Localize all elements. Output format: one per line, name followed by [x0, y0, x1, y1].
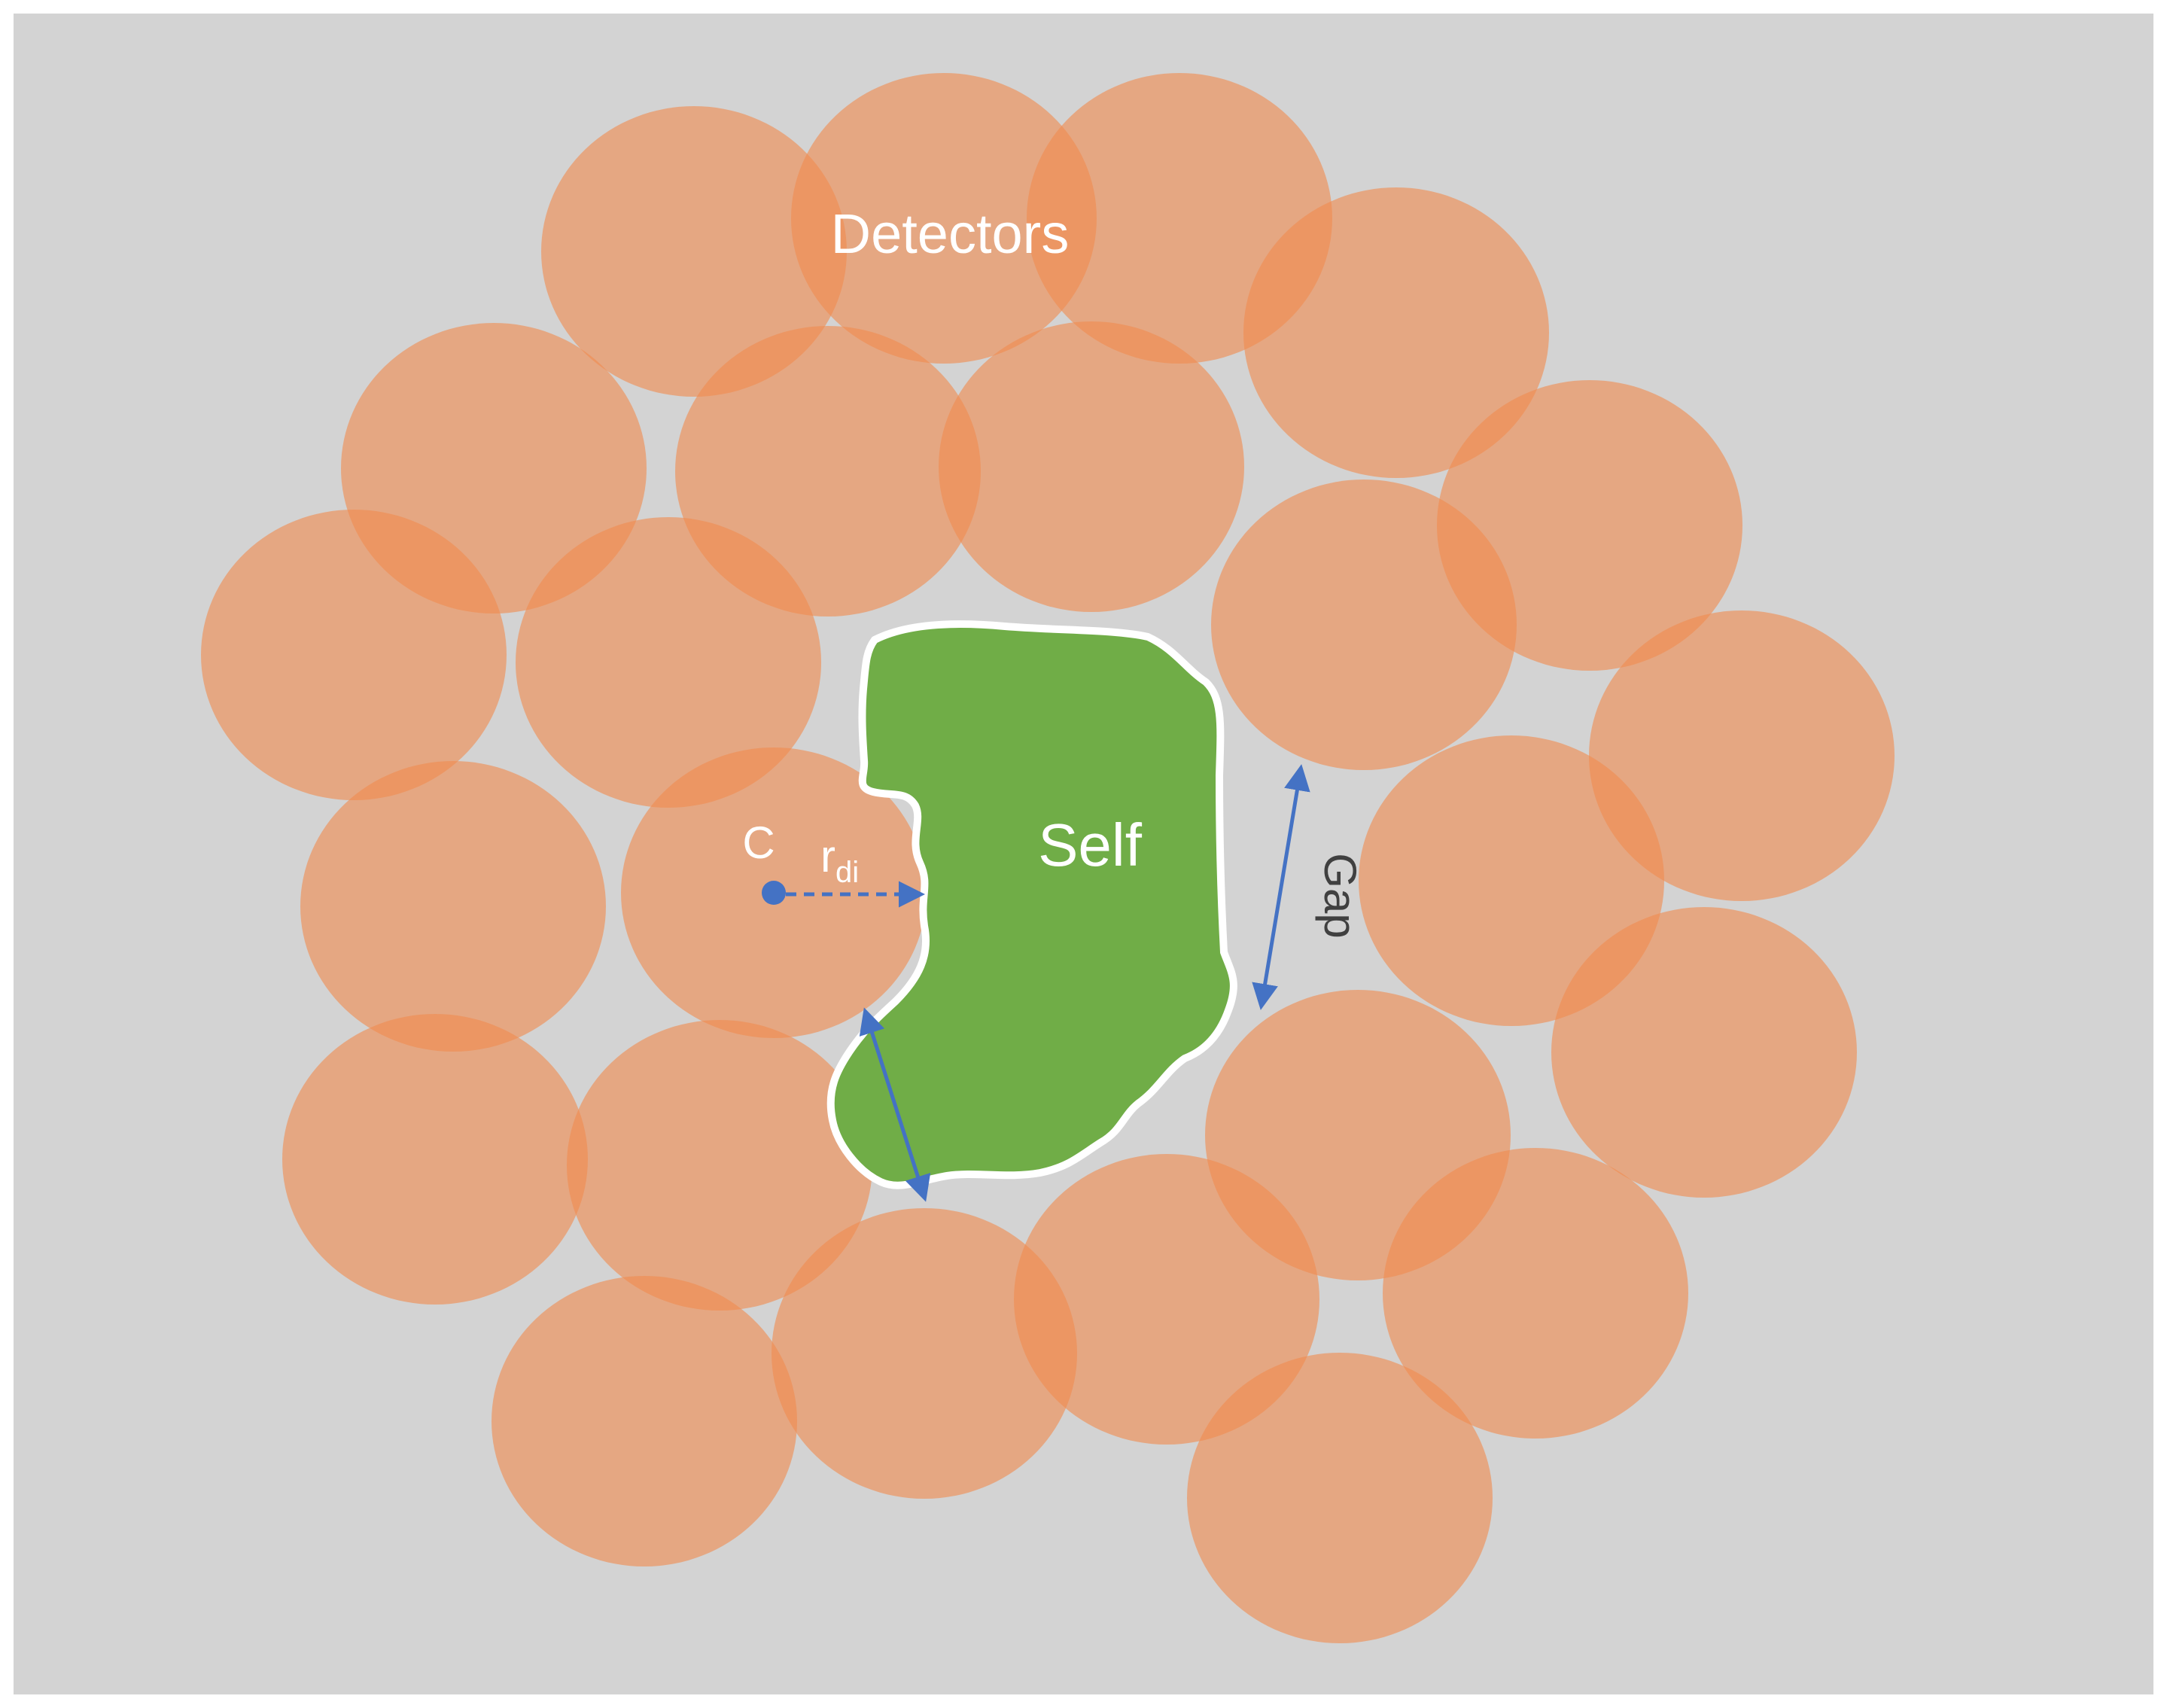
radius-label: rdi	[820, 831, 859, 889]
center-point	[762, 881, 786, 905]
detector-circle-24	[492, 1276, 797, 1566]
detector-circle-6	[1589, 610, 1895, 901]
self-area	[826, 620, 1237, 1189]
detector-circle-9	[1187, 1353, 1493, 1643]
gap-arrow-right	[1252, 764, 1310, 1010]
detector-circle-14	[939, 321, 1244, 612]
detector-circle-23	[772, 1208, 1077, 1499]
gap-arrow-lower-left	[859, 1007, 931, 1202]
detector-circle-12	[1359, 735, 1664, 1026]
detector-circle-11	[1205, 990, 1511, 1280]
detector-circle-21	[282, 1014, 588, 1305]
detector-circle-7	[1551, 907, 1857, 1198]
detector-circles	[201, 73, 1895, 1643]
detector-circle-2	[791, 73, 1097, 364]
detector-circle-13	[1211, 480, 1517, 770]
detector-circle-1	[541, 106, 847, 397]
detector-circle-18	[516, 517, 821, 808]
detector-circle-17	[201, 510, 507, 800]
radius-label-subscript: di	[835, 856, 859, 889]
center-label: C	[742, 817, 775, 868]
detector-circle-4	[1243, 187, 1549, 478]
gap-label: Gap	[1315, 853, 1365, 938]
detector-circle-22	[567, 1020, 872, 1311]
radius-label-main: r	[820, 831, 835, 881]
self-label: Self	[1038, 811, 1143, 878]
detector-circle-19	[300, 761, 606, 1052]
detectors-label: Detectors	[831, 202, 1070, 265]
